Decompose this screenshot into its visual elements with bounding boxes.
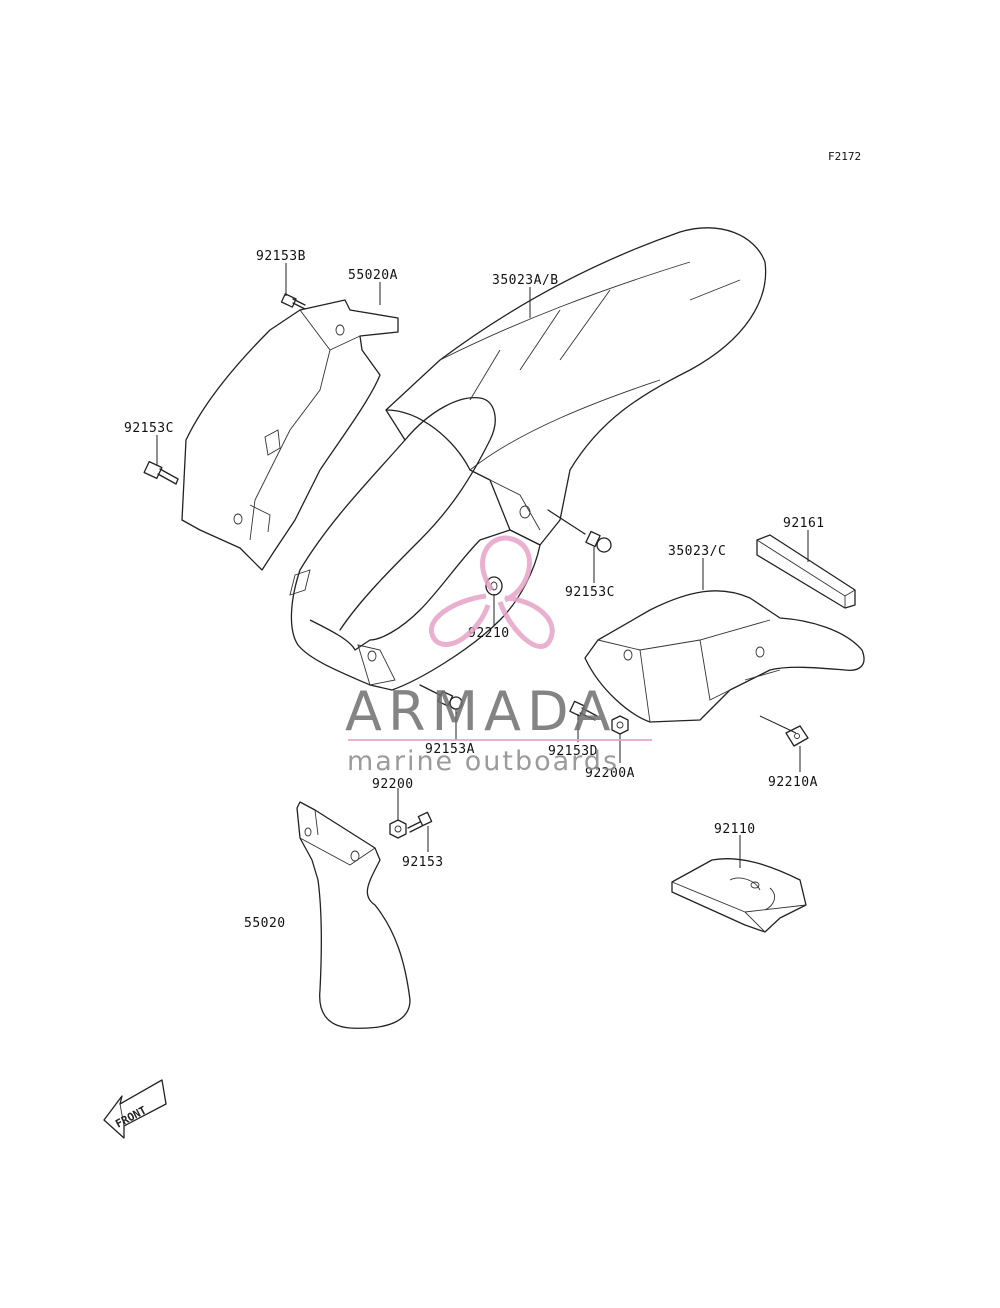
armada-watermark: ARMADA marine outboards [345, 535, 652, 777]
part-55020-mud-guard-drawing [296, 801, 411, 1029]
bolt-92153-icon [407, 811, 433, 833]
label-92210A: 92210A [768, 775, 818, 790]
bolt-92153C-right-icon [547, 509, 612, 553]
label-92153A: 92153A [425, 742, 475, 757]
label-92200A: 92200A [585, 766, 635, 781]
part-55020A-side-cover-drawing [181, 299, 399, 571]
label-92110: 92110 [714, 822, 756, 837]
leader-lines [156, 263, 809, 868]
bolt-92153D-icon [569, 700, 598, 721]
label-92153: 92153 [402, 855, 444, 870]
label-92210: 92210 [468, 626, 510, 641]
label-92153C-left: 92153C [124, 421, 174, 436]
label-55020A: 55020A [348, 268, 398, 283]
label-92200: 92200 [372, 777, 414, 792]
label-92161: 92161 [783, 516, 825, 531]
label-92153C-right: 92153C [565, 585, 615, 600]
watermark-title: ARMADA [345, 680, 617, 743]
bolt-92153A-icon [419, 684, 463, 710]
nut-92200A-icon [611, 715, 629, 735]
part-92161-rubber-block-drawing [756, 534, 856, 609]
part-92110-pad-drawing [671, 858, 807, 933]
label-92153D: 92153D [548, 744, 598, 759]
label-55020: 55020 [244, 916, 286, 931]
part-labels: 92153B 55020A 35023A/B 92153C 92161 3502… [124, 249, 825, 931]
bolt-92153C-left-icon [143, 460, 179, 485]
propeller-logo-icon [429, 535, 555, 649]
figure-code: F2172 [828, 150, 861, 163]
clip-nut-92210A-icon [785, 725, 809, 747]
watermark-subtitle: marine outboards [347, 746, 619, 777]
label-35023C: 35023/C [668, 544, 726, 559]
part-35023AB-fender-drawing [385, 227, 767, 546]
label-92153B: 92153B [256, 249, 306, 264]
label-35023AB: 35023A/B [492, 273, 559, 288]
bolt-92153B-icon [280, 293, 306, 310]
front-arrow-icon: FRONT [103, 1079, 167, 1139]
part-35023C-rear-fender-drawing [584, 590, 865, 723]
nut-92200-icon [389, 819, 407, 839]
